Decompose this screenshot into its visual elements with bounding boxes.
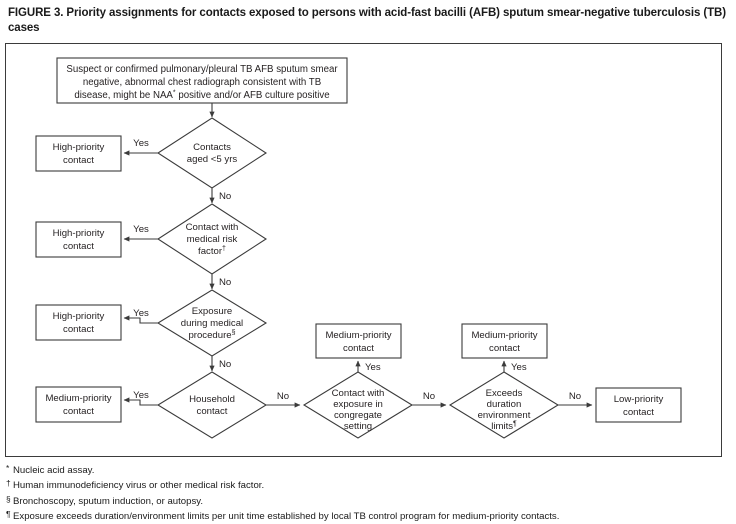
outcome-medium-2-line2: contact [343, 343, 374, 354]
outcome-medium-3-line2: contact [489, 343, 520, 354]
footnote-mark-dagger: † [6, 478, 11, 489]
start-box-line3: disease, might be NAA* positive and/or A… [74, 90, 329, 101]
chart-frame-border [5, 43, 722, 457]
decision-age: Contacts aged <5 yrs [156, 117, 268, 189]
footnote-text-asterisk: Nucleic acid assay. [13, 465, 95, 476]
edge-age-yes: Yes [123, 138, 158, 156]
outcome-medium-3: Medium-priority contact [461, 323, 548, 359]
decision-congregate-line2: exposure in [333, 399, 383, 410]
outcome-high-2: High-priority contact [35, 221, 122, 258]
edge-label-congregate-yes: Yes [365, 362, 381, 373]
footnote-hiv-risk-factor: †Human immunodeficiency virus or other m… [6, 477, 732, 492]
start-box: Suspect or confirmed pulmonary/pleural T… [56, 57, 348, 104]
decision-congregate-line4: setting [344, 421, 372, 432]
start-box-line1: Suspect or confirmed pulmonary/pleural T… [66, 64, 338, 75]
outcome-medium-3-line1: Medium-priority [471, 330, 537, 341]
start-box-line3-b: positive and/or AFB culture positive [176, 90, 330, 101]
edge-medical-procedure-yes: Yes [123, 308, 158, 324]
decision-medical-procedure-line2: during medical [181, 318, 243, 329]
start-box-asterisk: * [173, 90, 176, 97]
decision-medical-risk: Contact with medical risk factor† [156, 203, 268, 275]
start-box-line3-a: disease, might be NAA [74, 90, 173, 101]
edge-label-duration-yes: Yes [511, 362, 527, 373]
outcome-medium-2: Medium-priority contact [315, 323, 402, 359]
outcome-high-1-line2: contact [63, 155, 94, 166]
edge-label-household-no: No [277, 391, 289, 402]
outcome-medium-1-line2: contact [63, 406, 94, 417]
decision-age-line2: aged <5 yrs [187, 154, 238, 165]
footnote-text-section: Bronchoscopy, sputum induction, or autop… [13, 495, 204, 507]
footnote-bronchoscopy: §Bronchoscopy, sputum induction, or auto… [6, 493, 732, 508]
decision-medical-risk-line3: factor† [198, 246, 226, 257]
footnote-text-dagger: Human immunodeficiency virus or other me… [13, 480, 265, 492]
decision-household: Household contact [156, 371, 268, 439]
edge-congregate-yes: Yes [355, 360, 381, 373]
outcome-medium-1: Medium-priority contact [35, 386, 122, 423]
decision-medical-procedure-line1: Exposure [192, 306, 233, 317]
decision-medical-procedure-line3-text: procedure [188, 330, 231, 341]
edge-household-no: No [266, 391, 301, 408]
edge-label-medical-procedure-no: No [219, 359, 231, 370]
decision-duration: Exceeds duration environment limits¶ [448, 371, 560, 439]
footnote-mark-section: § [6, 493, 11, 504]
decision-medical-risk-line2: medical risk [187, 234, 238, 245]
decision-duration-line3: environment [478, 410, 531, 421]
edge-household-yes: Yes [123, 390, 158, 406]
decision-duration-line2: duration [487, 399, 522, 410]
decision-medical-risk-line1: Contact with [186, 222, 239, 233]
edge-label-household-yes: Yes [133, 390, 149, 401]
decision-medical-procedure: Exposure during medical procedure§ [156, 289, 268, 357]
decision-duration-line1: Exceeds [486, 388, 523, 399]
decision-duration-line4-text: limits [491, 421, 513, 432]
footnote-nucleic-acid-assay: *Nucleic acid assay. [6, 462, 732, 477]
decision-duration-pilcrow-mark: ¶ [513, 421, 517, 428]
footnote-mark-asterisk: * [6, 463, 10, 473]
outcome-high-2-line1: High-priority [53, 228, 105, 239]
edge-label-medical-risk-yes: Yes [133, 224, 149, 235]
decision-medical-procedure-line3: procedure§ [188, 330, 235, 341]
decision-medical-procedure-section-mark: § [232, 330, 236, 337]
outcome-high-1-line1: High-priority [53, 142, 105, 153]
edge-medical-risk-yes: Yes [123, 224, 158, 242]
edge-label-congregate-no: No [423, 391, 435, 402]
edge-congregate-no: No [412, 391, 447, 408]
footnote-duration-limits: ¶Exposure exceeds duration/environment l… [6, 508, 732, 523]
decision-congregate-line1: Contact with [332, 388, 385, 399]
outcome-high-3-line2: contact [63, 324, 94, 335]
decision-household-line1: Household [189, 394, 235, 405]
footnote-mark-pilcrow: ¶ [6, 509, 11, 520]
decision-duration-line4: limits¶ [491, 421, 517, 432]
edge-label-medical-procedure-yes: Yes [133, 308, 149, 319]
decision-age-line1: Contacts [193, 142, 231, 153]
edge-duration-no: No [558, 391, 593, 408]
outcome-low-1-line1: Low-priority [614, 394, 664, 405]
edge-medical-risk-no: No [209, 274, 231, 290]
outcome-high-3: High-priority contact [35, 304, 122, 341]
outcome-medium-1-line1: Medium-priority [45, 393, 111, 404]
decision-congregate: Contact with exposure in congregate sett… [302, 371, 414, 439]
outcome-low-1-line2: contact [623, 407, 654, 418]
decision-congregate-line3: congregate [334, 410, 382, 421]
edge-medical-procedure-no: No [209, 356, 231, 372]
outcome-high-1: High-priority contact [35, 135, 122, 172]
decision-medical-risk-dagger: † [222, 246, 226, 253]
decision-medical-risk-line3-text: factor [198, 246, 223, 257]
page-title: FIGURE 3. Priority assignments for conta… [8, 7, 726, 34]
outcome-medium-2-line1: Medium-priority [325, 330, 391, 341]
start-box-line2: negative, abnormal chest radiograph cons… [83, 77, 321, 88]
footnotes-block: *Nucleic acid assay. †Human immunodefici… [6, 462, 732, 524]
outcome-high-3-line1: High-priority [53, 311, 105, 322]
edge-label-medical-risk-no: No [219, 277, 231, 288]
edge-label-duration-no: No [569, 391, 581, 402]
outcome-high-2-line2: contact [63, 241, 94, 252]
outcome-low-1: Low-priority contact [595, 387, 682, 423]
decision-household-line2: contact [197, 406, 228, 417]
edge-label-age-yes: Yes [133, 138, 149, 149]
footnote-text-pilcrow: Exposure exceeds duration/environment li… [13, 511, 560, 523]
edge-age-no: No [209, 188, 231, 204]
edge-label-age-no: No [219, 191, 231, 202]
edge-duration-yes: Yes [501, 360, 527, 373]
